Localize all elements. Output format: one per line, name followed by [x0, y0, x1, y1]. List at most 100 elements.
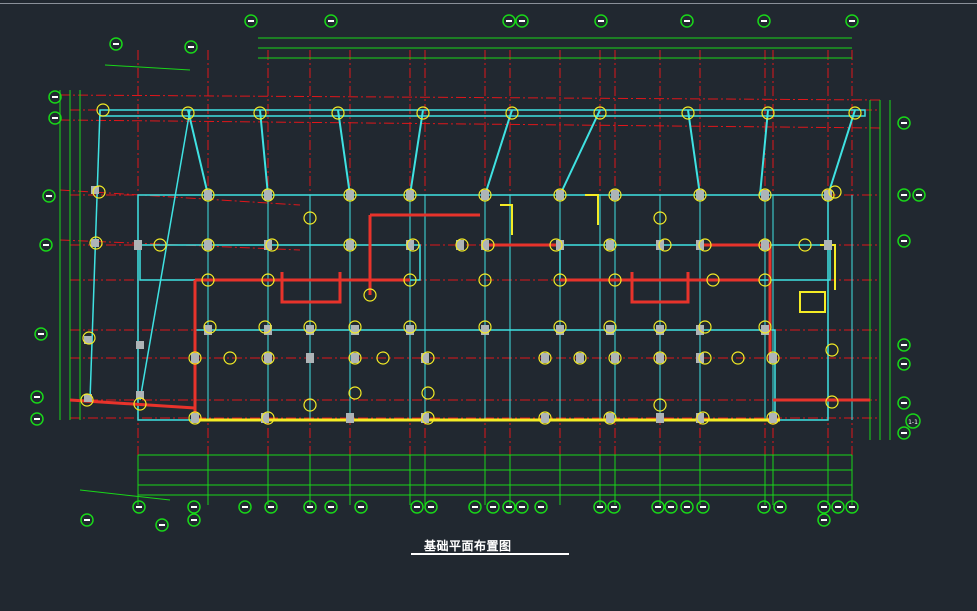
pile-cap: [696, 240, 704, 250]
axis-bubble[interactable]: [34, 327, 48, 341]
axis-bubble[interactable]: [515, 14, 529, 28]
axis-bubble[interactable]: [42, 189, 56, 203]
column-marker: [696, 411, 710, 425]
axis-bubble-glyph: [761, 20, 767, 22]
axis-bubble[interactable]: [39, 238, 53, 252]
axis-bubble-glyph: [506, 506, 512, 508]
axis-bubble[interactable]: [696, 500, 710, 514]
column-marker: [698, 351, 712, 365]
axis-bubble[interactable]: [187, 513, 201, 527]
axis-bubble-glyph: [191, 506, 197, 508]
pile-cap: [191, 353, 199, 363]
axis-bubble[interactable]: [48, 111, 62, 125]
column-marker: [698, 320, 712, 334]
column-marker: [258, 320, 272, 334]
axis-bubble[interactable]: [594, 14, 608, 28]
axis-bubble-glyph: [268, 506, 274, 508]
axis-bubble[interactable]: [607, 500, 621, 514]
pile-cap: [421, 353, 429, 363]
axis-bubble[interactable]: [303, 500, 317, 514]
axis-bubble[interactable]: [831, 500, 845, 514]
axis-bubble[interactable]: [187, 500, 201, 514]
column-marker: [825, 343, 839, 357]
axis-bubble-circle: [502, 14, 516, 28]
column-marker: [455, 238, 469, 252]
axis-bubble[interactable]: [757, 500, 771, 514]
axis-bubble[interactable]: [897, 234, 911, 248]
wall-segment: [559, 109, 601, 196]
axis-bubble[interactable]: [817, 513, 831, 527]
axis-bubble[interactable]: [410, 500, 424, 514]
axis-bubble[interactable]: [468, 500, 482, 514]
axis-bubble[interactable]: [897, 396, 911, 410]
pile-cap: [556, 325, 564, 335]
axis-bubble-glyph: [191, 519, 197, 521]
pile-cap: [346, 240, 354, 250]
axis-bubble[interactable]: [534, 500, 548, 514]
axis-bubble-circle: [244, 14, 258, 28]
axis-bubble[interactable]: [897, 338, 911, 352]
axis-bubble-circle: [132, 500, 146, 514]
axis-bubble[interactable]: [897, 116, 911, 130]
pile-cap: [306, 353, 314, 363]
axis-bubble[interactable]: [502, 14, 516, 28]
axis-bubble-circle: [303, 500, 317, 514]
axis-bubble[interactable]: [897, 188, 911, 202]
axis-bubble[interactable]: [912, 188, 926, 202]
column-marker: [403, 320, 417, 334]
axis-bubble-glyph: [159, 524, 165, 526]
axis-bubble[interactable]: [651, 500, 665, 514]
axis-bubble[interactable]: [30, 390, 44, 404]
axis-bubble[interactable]: [324, 14, 338, 28]
pile-cap: [406, 325, 414, 335]
axis-bubble[interactable]: [680, 14, 694, 28]
axis-bubble[interactable]: [515, 500, 529, 514]
axis-bubble[interactable]: [773, 500, 787, 514]
axis-bubble[interactable]: [354, 500, 368, 514]
axis-bubble[interactable]: [132, 500, 146, 514]
axis-bubble-glyph: [358, 506, 364, 508]
axis-bubble[interactable]: [502, 500, 516, 514]
column-marker: [758, 320, 772, 334]
pile-cap: [761, 240, 769, 250]
axis-bubble[interactable]: [664, 500, 678, 514]
axis-bubble-glyph: [901, 432, 907, 434]
column-marker: [181, 106, 195, 120]
axis-bubble-glyph: [38, 333, 44, 335]
axis-bubble[interactable]: [593, 500, 607, 514]
axis-bubble[interactable]: [817, 500, 831, 514]
axis-bubble[interactable]: [238, 500, 252, 514]
axis-bubble[interactable]: [424, 500, 438, 514]
axis-bubble[interactable]: [155, 518, 169, 532]
column-marker: [421, 351, 435, 365]
axis-bubble[interactable]: [897, 357, 911, 371]
column-marker: [573, 351, 587, 365]
axis-bubble[interactable]: [109, 37, 123, 51]
axis-bubble[interactable]: [264, 500, 278, 514]
pile-cap: [481, 240, 489, 250]
pile-cap: [406, 190, 414, 200]
axis-bubbles[interactable]: [30, 14, 926, 532]
axis-bubble[interactable]: [845, 14, 859, 28]
axis-bubble[interactable]: [680, 500, 694, 514]
axis-bubble[interactable]: [80, 513, 94, 527]
axis-bubble[interactable]: [757, 14, 771, 28]
axis-bubble[interactable]: [897, 426, 911, 440]
axis-bubble[interactable]: [486, 500, 500, 514]
axis-bubble-glyph: [761, 506, 767, 508]
axis-bubble-circle: [34, 327, 48, 341]
axis-bubble[interactable]: [30, 412, 44, 426]
axis-bubble-glyph: [519, 20, 525, 22]
axis-bubble[interactable]: [184, 40, 198, 54]
axis-bubble-circle: [324, 14, 338, 28]
axis-bubble[interactable]: [244, 14, 258, 28]
axis-line-slanted: [59, 189, 301, 206]
axis-bubble[interactable]: [48, 90, 62, 104]
axis-bubble[interactable]: [324, 500, 338, 514]
column-marker: [766, 351, 780, 365]
column-marker: [653, 398, 667, 412]
axis-bubble[interactable]: [845, 500, 859, 514]
column-marker: [478, 320, 492, 334]
axis-bubble-circle: [845, 500, 859, 514]
